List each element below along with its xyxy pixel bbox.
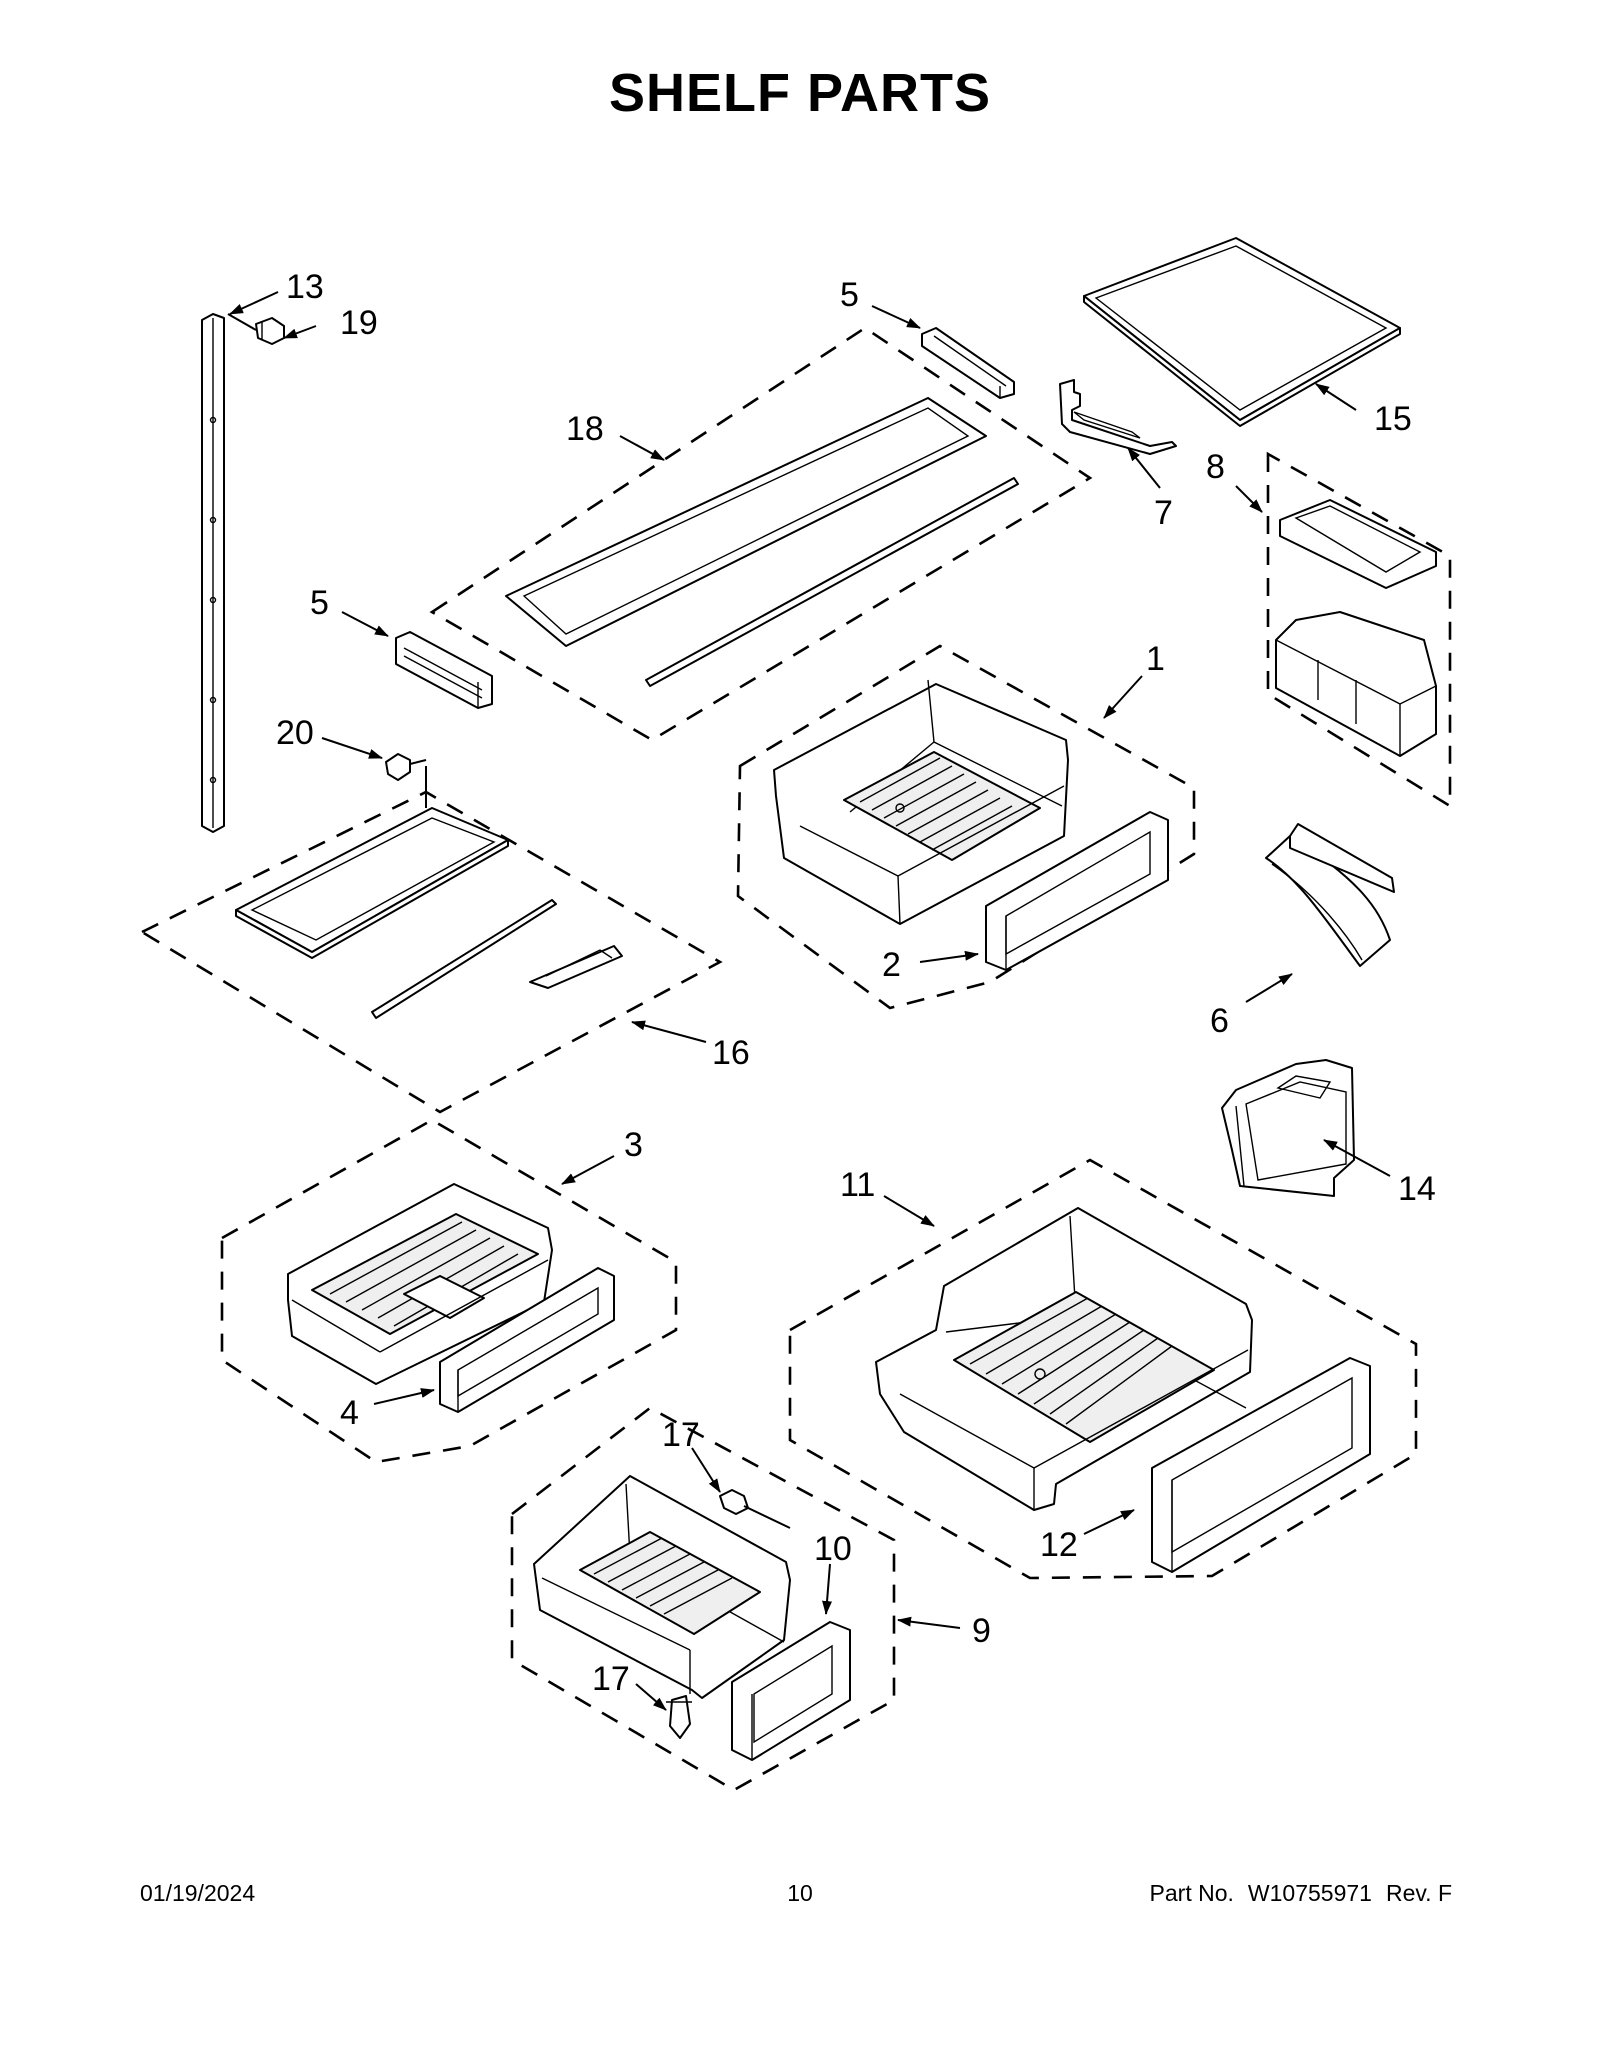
group-3-outline <box>220 1118 678 1464</box>
callout-4: 4 <box>340 1394 359 1432</box>
part-2-drawer-front <box>985 811 1169 971</box>
footer-part-info: Part No. W10755971 Rev. F <box>1136 1880 1452 1907</box>
callout-14: 14 <box>1398 1170 1436 1208</box>
callout-8: 8 <box>1206 448 1225 486</box>
footer-page-number: 10 <box>787 1880 813 1906</box>
part-number-value: W10755971 <box>1247 1880 1372 1906</box>
callout-16: 16 <box>712 1034 750 1072</box>
part-14-door-bin <box>1221 1059 1355 1197</box>
part-15-glass-shelf <box>1083 237 1401 427</box>
callout-19: 19 <box>340 304 378 342</box>
part-18-glass-shelf <box>505 397 1019 687</box>
callout-20: 20 <box>276 714 314 752</box>
page-title: SHELF PARTS <box>608 63 991 123</box>
group-1-outline <box>736 644 1196 1010</box>
part-3-pan-drawer <box>287 1183 553 1385</box>
group-18-outline <box>429 326 1093 742</box>
part-9-pan-drawer <box>533 1475 791 1699</box>
callout-9: 9 <box>972 1612 991 1650</box>
callout-18: 18 <box>566 410 604 448</box>
group-16-outline <box>139 790 723 1114</box>
callout-6: 6 <box>1210 1002 1229 1040</box>
part-13-shelf-rail <box>201 313 225 833</box>
callout-labels: 13 19 5 15 18 7 8 5 1 20 2 6 16 3 14 11 … <box>276 268 1436 1698</box>
callout-10: 10 <box>814 1530 852 1568</box>
footer-date: 01/19/2024 <box>140 1880 256 1906</box>
callout-17-lower: 17 <box>592 1660 630 1698</box>
callout-11: 11 <box>840 1166 875 1204</box>
part-1-crisper-drawer <box>773 679 1069 925</box>
part-4-drawer-front <box>439 1267 615 1413</box>
part-7-bracket <box>1059 379 1177 455</box>
callout-7: 7 <box>1154 494 1173 532</box>
group-8-outline <box>1266 451 1452 809</box>
callout-13: 13 <box>286 268 324 306</box>
callout-12: 12 <box>1040 1526 1078 1564</box>
part-5-shelf-bracket-top <box>921 327 1015 399</box>
part-12-drawer-front <box>1151 1357 1371 1573</box>
part-20-screw <box>385 753 427 781</box>
part-5-shelf-bracket-lower <box>395 631 493 709</box>
part-number-label: Part No. <box>1149 1880 1234 1906</box>
callout-15: 15 <box>1374 400 1412 438</box>
callout-5-top: 5 <box>840 276 859 314</box>
revision-label: Rev. F <box>1385 1880 1452 1906</box>
part-17-screw-lower <box>666 1695 692 1739</box>
callout-2: 2 <box>882 946 901 984</box>
part-11-crisper-drawer <box>875 1207 1253 1511</box>
part-19-screw <box>227 313 285 345</box>
callout-1: 1 <box>1146 640 1165 678</box>
part-16-glass-shelf <box>235 766 623 1019</box>
callout-3: 3 <box>624 1126 643 1164</box>
part-17-screw-upper <box>719 1489 791 1529</box>
leader-lines <box>229 291 1391 1711</box>
part-8-door-bin <box>1275 499 1437 757</box>
callout-5-lower: 5 <box>310 584 329 622</box>
part-6-bin-flap <box>1265 823 1395 967</box>
callout-17-upper: 17 <box>662 1416 700 1454</box>
part-10-drawer-front <box>731 1621 851 1761</box>
group-11-outline <box>788 1158 1418 1580</box>
